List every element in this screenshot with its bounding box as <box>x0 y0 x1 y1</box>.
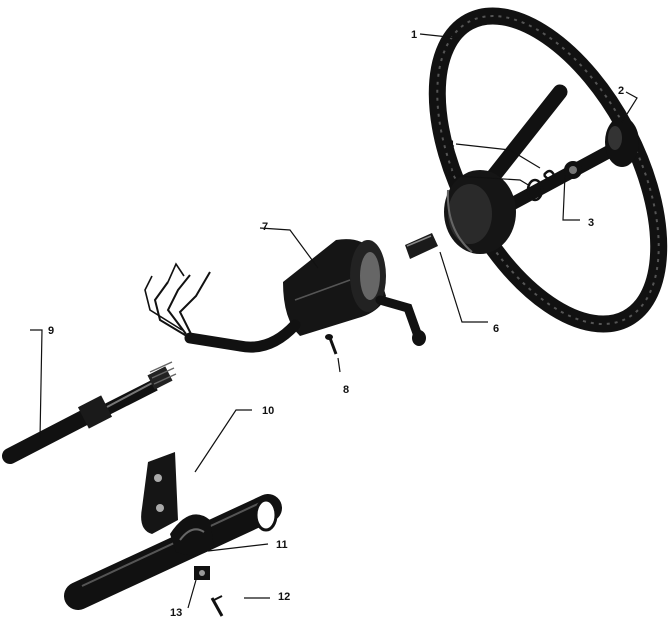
callout-6: 6 <box>493 323 499 335</box>
part-10-clamp-bracket <box>141 452 178 534</box>
part-1-steering-wheel <box>428 7 668 333</box>
callout-8: 8 <box>343 384 349 396</box>
part-6-cancelling-cam <box>405 233 438 259</box>
part-8-screw <box>325 334 338 355</box>
callout-11: 11 <box>276 539 288 551</box>
part-12-bolt <box>210 595 224 617</box>
callout-4: 4 <box>448 139 455 151</box>
callout-2: 2 <box>618 85 624 97</box>
part-5-flat-washer <box>526 178 544 202</box>
part-3-nut <box>564 161 582 179</box>
callout-5: 5 <box>446 167 452 179</box>
outer-column-tube <box>64 494 282 610</box>
part-7-switch-housing <box>144 239 426 353</box>
part-11-clamp <box>170 514 214 556</box>
callout-labels: 1 2 3 4 5 6 7 8 9 10 11 12 13 <box>48 29 624 619</box>
part-13-nut-plate <box>194 566 210 580</box>
part-9-inner-shaft <box>2 361 177 464</box>
leader-lines <box>30 33 638 609</box>
callout-3: 3 <box>588 217 594 229</box>
callout-9: 9 <box>48 325 54 337</box>
callout-12: 12 <box>278 591 290 603</box>
wheel-hub <box>444 170 516 254</box>
callout-13: 13 <box>170 607 182 619</box>
callout-1: 1 <box>411 29 417 41</box>
callout-10: 10 <box>262 405 274 417</box>
part-2-horn-button <box>605 117 639 167</box>
callout-7: 7 <box>262 221 268 233</box>
part-4-spring-washer <box>543 169 556 181</box>
